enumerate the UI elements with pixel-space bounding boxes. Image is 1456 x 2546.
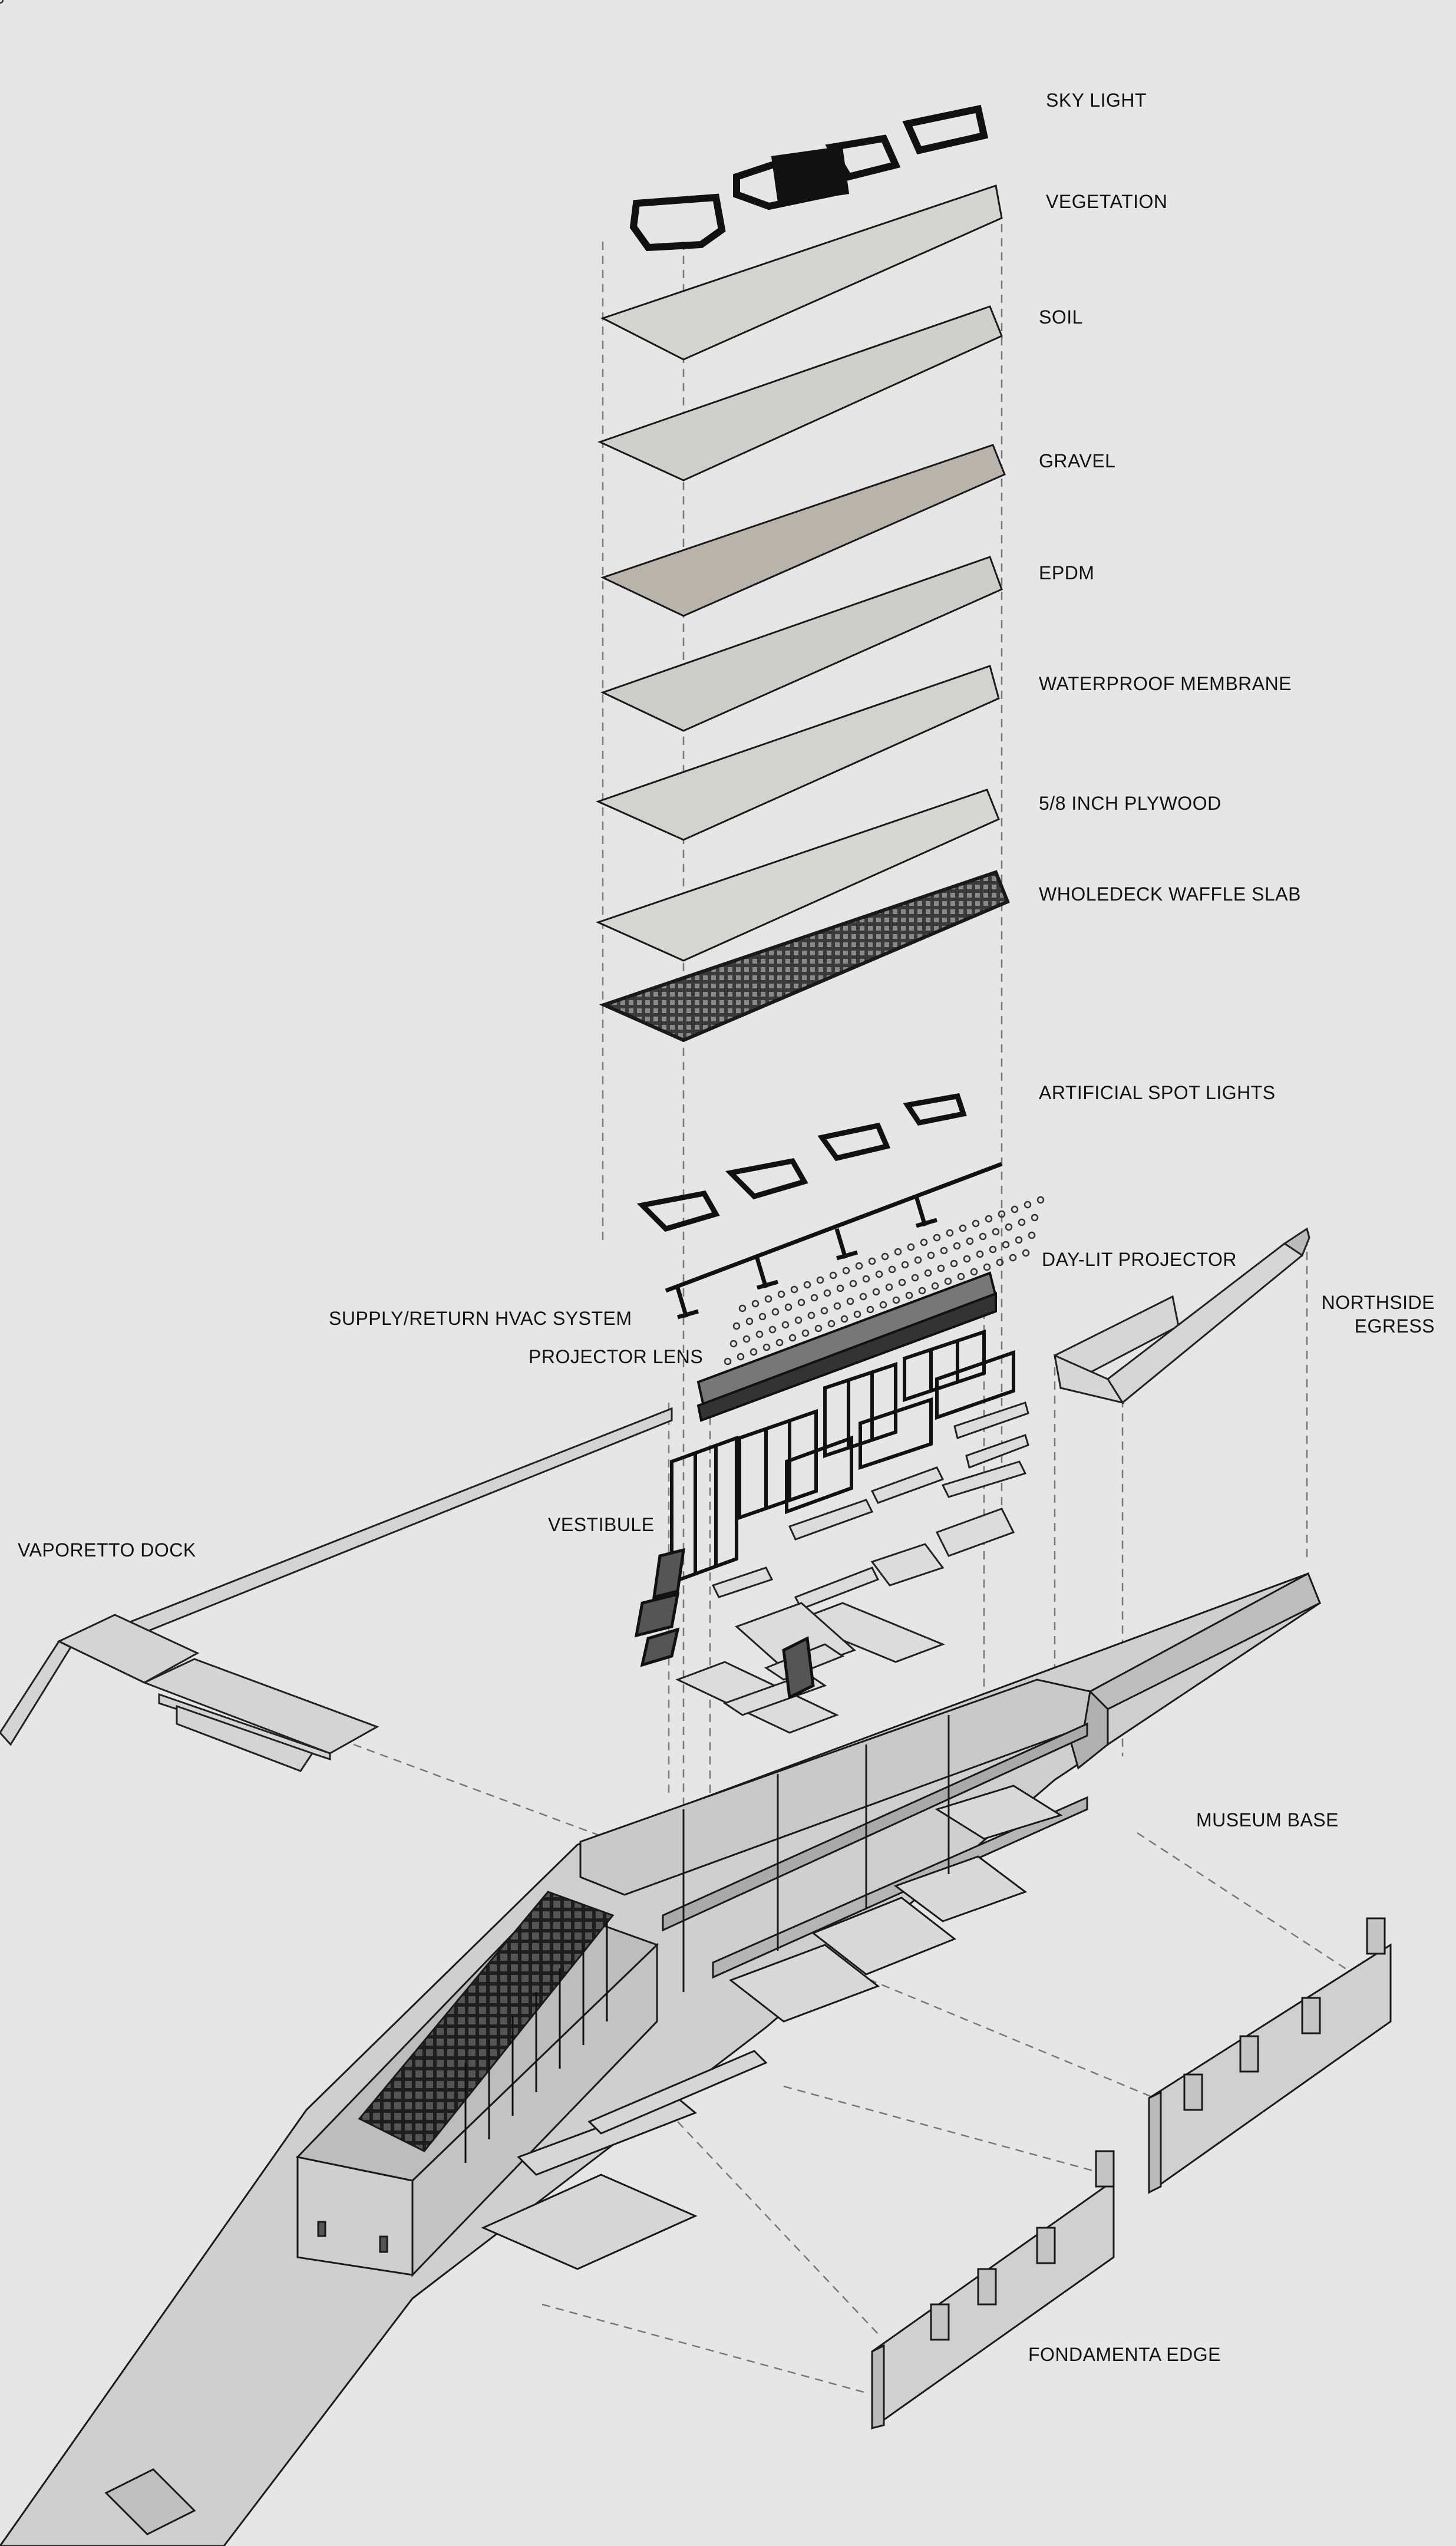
gravel-layer [600, 444, 1006, 617]
label-waffle-slab: WHOLEDECK WAFFLE SLAB [1039, 883, 1301, 905]
hvac-system [665, 1162, 1003, 1320]
spot-light-frames [636, 1093, 967, 1232]
label-spot-lights: ARTIFICIAL SPOT LIGHTS [1039, 1082, 1276, 1103]
day-lit-projector-panels [670, 1329, 1015, 1585]
label-soil: SOIL [1039, 306, 1083, 328]
fondamenta-edge [871, 1917, 1392, 2430]
vestibule-stairs [634, 1548, 815, 1700]
label-vaporetto-dock: VAPORETTO DOCK [18, 1539, 196, 1561]
label-day-lit-projector: DAY-LIT PROJECTOR [1042, 1249, 1237, 1270]
label-gravel: GRAVEL [1039, 450, 1116, 471]
base-guides [353, 1743, 1391, 2394]
label-hvac: SUPPLY/RETURN HVAC SYSTEM [329, 1308, 632, 1329]
northside-egress [1054, 1227, 1310, 1404]
plywood-layer [595, 789, 1000, 962]
label-waterproof-membrane: WATERPROOF MEMBRANE [1039, 673, 1292, 694]
label-fondamenta-edge: FONDAMENTA EDGE [1028, 2344, 1221, 2365]
vegetation-layer [600, 184, 1003, 361]
museum-base [0, 1572, 1321, 2546]
sky-light-frames [629, 104, 989, 252]
label-projector-lens: PROJECTOR LENS [529, 1346, 704, 1367]
epdm-layer [600, 556, 1003, 732]
projector-dot-field [0, 0, 1045, 1366]
soil-layer [597, 305, 1003, 482]
label-sky-light: SKY LIGHT [1046, 90, 1147, 111]
waterproof-membrane-layer [595, 665, 1000, 841]
roof-layers [595, 184, 1010, 1043]
label-vestibule: VESTIBULE [548, 1514, 655, 1535]
label-plywood: 5/8 INCH PLYWOOD [1039, 793, 1221, 814]
projector-lens-row [696, 1271, 998, 1422]
floor-ramps [675, 1401, 1029, 1734]
label-epdm: EPDM [1039, 562, 1095, 583]
waffle-slab-layer [599, 870, 1010, 1043]
label-northside-egress-line2: EGRESS [1354, 1315, 1435, 1337]
label-vegetation: VEGETATION [1046, 191, 1168, 212]
vaporetto-dock [0, 1407, 673, 1772]
label-museum-base: MUSEUM BASE [1196, 1809, 1339, 1831]
label-northside-egress-line1: NORTHSIDE [1321, 1292, 1435, 1313]
